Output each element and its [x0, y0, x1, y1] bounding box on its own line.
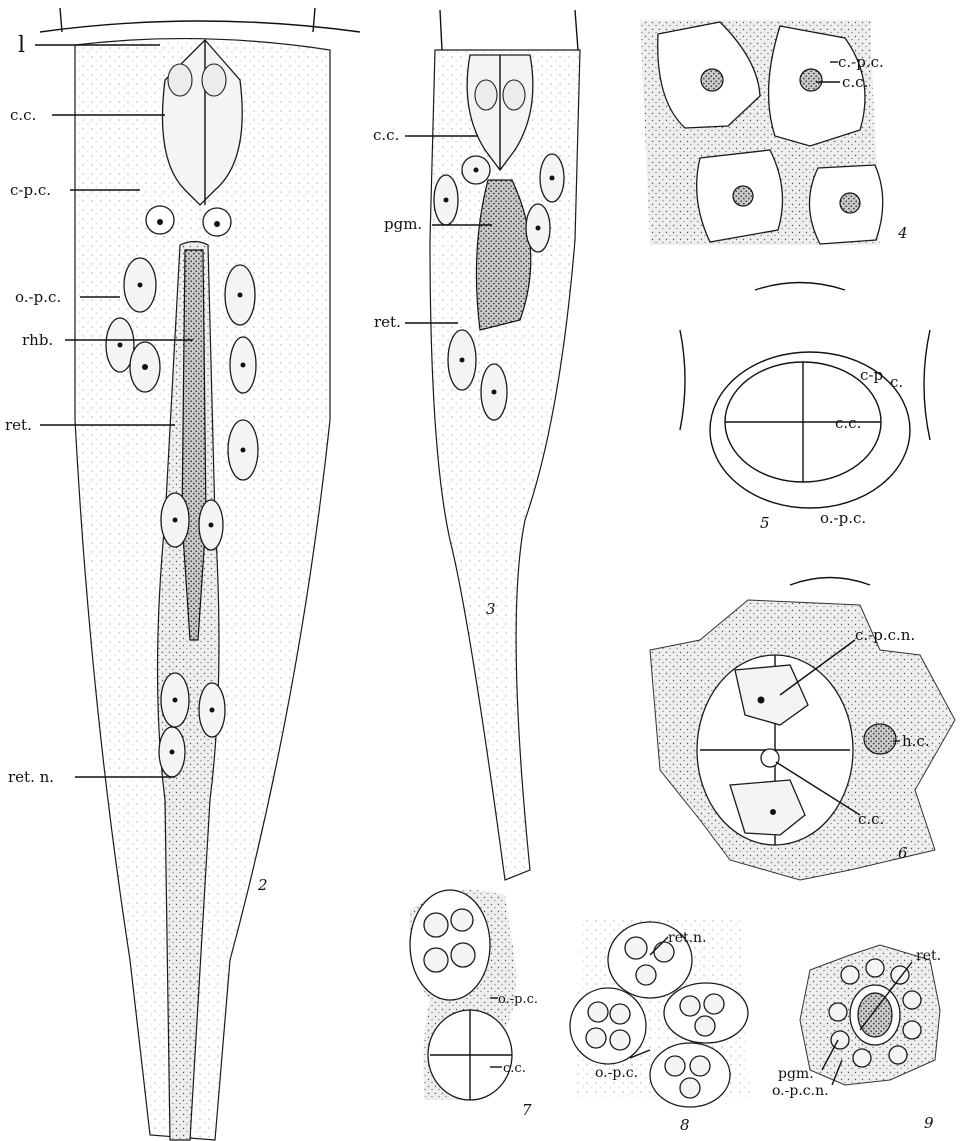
fig5-label-cpc-b: c. [890, 373, 903, 391]
fig4-nucleus-4 [840, 193, 860, 213]
fig3-label-pgm: pgm. [384, 215, 422, 233]
fig7-label-opc: o.-p.c. [498, 992, 538, 1007]
fig3-label-cc: c.c. [373, 126, 399, 144]
fig5-label-opc: o.-p.c. [820, 509, 866, 527]
fig4-number: 4 [897, 224, 908, 242]
fig5-label-cpc-a: c-p [860, 366, 883, 384]
fig4-label-cpc: c.-p.c. [838, 53, 884, 71]
fig3-lens-lines [440, 10, 578, 50]
fig7-nucleus-3 [451, 943, 475, 967]
fig7-nucleus-2 [451, 909, 473, 931]
fig6-nucleolus-upper [758, 697, 765, 704]
figure-6: c.-p.c.n. h.c. c.c. 6 [650, 600, 955, 880]
figure-5: c-p c. c.c. o.-p.c. 5 [680, 283, 930, 586]
fig2-label-ret: ret. [5, 416, 32, 434]
fig2-label-cc: c.c. [10, 106, 36, 124]
fig3-cone-nucleus-left [475, 80, 497, 110]
figure-4: c.-p.c. c.c. 4 [640, 20, 908, 245]
fig6-label-cpcn: c.-p.c.n. [855, 626, 915, 644]
figure-8: ret.n. o.-p.c. 8 [570, 920, 750, 1134]
fig3-cone-nucleus-right [503, 80, 525, 110]
fig9-label-pgm: pgm. [778, 1066, 814, 1082]
fig5-boundary-right [924, 330, 930, 440]
figure-2: l c.c. c-p.c. o.-p.c. rhb. ret. ret. n. … [5, 8, 360, 1140]
fig6-central-cell [761, 749, 779, 767]
fig8-cluster-left [570, 988, 646, 1064]
fig2-cone-nucleus-left [168, 64, 192, 96]
fig2-rhabdom [182, 250, 206, 640]
fig9-label-opcn: o.-p.c.n. [772, 1083, 829, 1099]
fig2-label-retn: ret. n. [8, 768, 54, 786]
fig5-boundary-top [755, 283, 845, 291]
fig4-label-cc: c.c. [842, 73, 868, 91]
fig2-label-cpc: c-p.c. [10, 181, 51, 199]
fig2-label-l: l [18, 33, 25, 58]
fig7-nucleus-1 [424, 913, 448, 937]
fig7-label-cc: c.c. [503, 1061, 526, 1076]
fig7-number: 7 [522, 1101, 532, 1119]
fig6-nucleolus-lower [770, 809, 776, 815]
figure-9: ret. pgm. o.-p.c.n. 9 [772, 945, 941, 1132]
fig5-boundary-bottom [790, 578, 870, 586]
fig5-number: 5 [760, 514, 770, 532]
fig6-hair-cell [864, 724, 896, 754]
fig7-nucleus-4 [424, 948, 448, 972]
fig4-nucleus-1 [701, 69, 723, 91]
fig5-boundary-left [680, 330, 685, 430]
figure-7: o.-p.c. c.c. 7 [409, 890, 538, 1119]
fig7-upper-cluster [410, 890, 490, 1000]
fig2-cornea-arc [40, 21, 360, 32]
fig9-number: 9 [924, 1114, 934, 1132]
fig6-number: 6 [898, 844, 908, 862]
fig2-pigment-nucleus-right [214, 221, 220, 227]
fig4-nucleus-2 [800, 69, 822, 91]
fig2-label-rhb: rhb. [22, 331, 53, 349]
fig9-rhabdom-center [858, 993, 892, 1037]
fig3-number: 3 [486, 600, 496, 618]
fig8-label-retn: ret.n. [668, 930, 707, 946]
fig2-number: 2 [257, 876, 268, 894]
fig2-label-opc: o.-p.c. [15, 288, 61, 306]
fig4-nucleus-3 [733, 186, 753, 206]
fig3-label-ret: ret. [374, 313, 401, 331]
fig6-label-hc: h.c. [902, 732, 930, 750]
fig8-label-opc: o.-p.c. [595, 1065, 638, 1081]
fig8-number: 8 [680, 1116, 690, 1134]
fig2-cornea-lens-line [60, 8, 315, 32]
fig2-pigment-nucleus-left [157, 219, 163, 225]
fig5-label-cc: c.c. [835, 414, 861, 432]
figure-3: c.c. pgm. ret. 3 [373, 10, 580, 880]
fig9-label-ret: ret. [916, 948, 941, 964]
fig2-cone-nucleus-right [202, 64, 226, 96]
fig6-label-cc: c.c. [858, 810, 884, 828]
